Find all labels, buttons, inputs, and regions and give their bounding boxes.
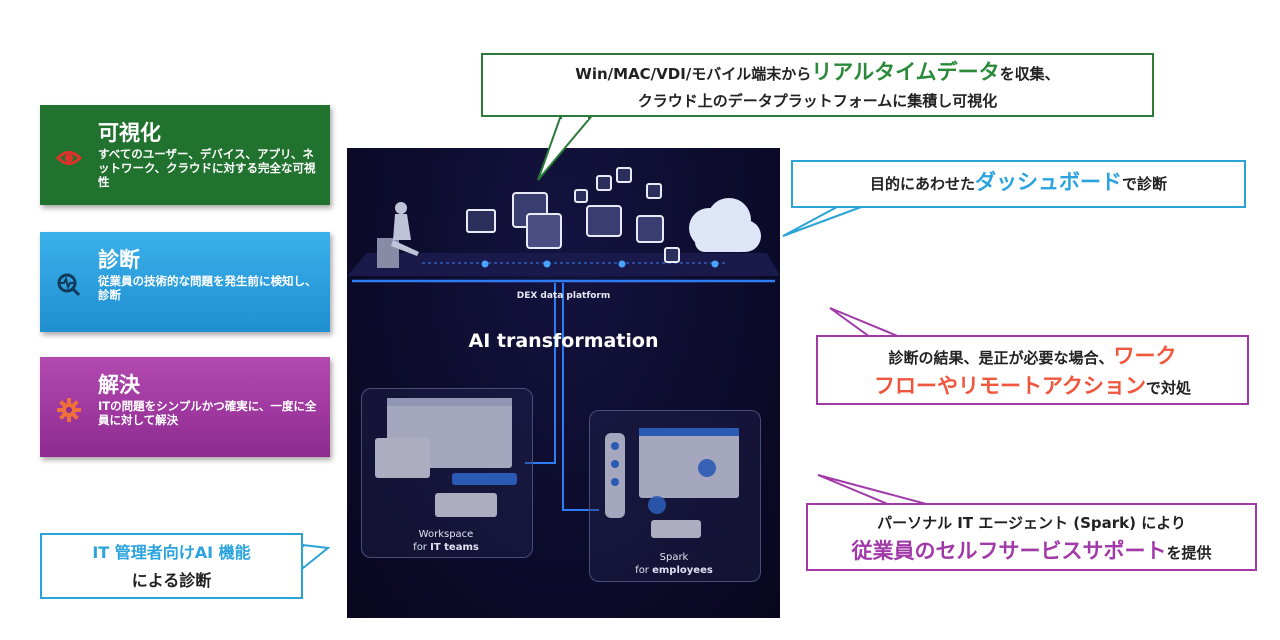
spark-title: Spark (659, 552, 689, 563)
card-resolution: 解決 ITの問題をシンプルかつ確実に、一度に全員に対して解決 (40, 357, 330, 457)
card-title: 診断 (98, 248, 140, 272)
ai-transformation-label: AI transformation (468, 330, 659, 352)
card-diagnosis: 診断 従業員の技術的な問題を発生前に検知し、診断 (40, 232, 330, 332)
workspace-subtitle: for IT teams (413, 542, 479, 553)
spark-label: Spark for employees (589, 551, 759, 577)
cloud-icon (689, 198, 761, 252)
workspace-screens (375, 398, 517, 517)
card-visualization: 可視化 すべてのユーザー、デバイス、アプリ、ネットワーク、クラウドに対する完全な… (40, 105, 330, 205)
spark-tile (589, 410, 761, 582)
callout-realtime-data: Win/MAC/VDI/モバイル端末からリアルタイムデータを収集、 クラウド上の… (481, 53, 1154, 117)
workspace-title: Workspace (418, 529, 474, 540)
workspace-tile (361, 388, 533, 558)
device-icons (466, 167, 680, 263)
workspace-label: Workspace for IT teams (361, 528, 531, 554)
eye-icon (56, 151, 82, 165)
dex-platform-illustration: DEX data platform AI transformation Work… (347, 148, 780, 618)
card-title: 可視化 (98, 121, 161, 145)
card-title: 解決 (98, 373, 140, 397)
card-description: ITの問題をシンプルかつ確実に、一度に全員に対して解決 (98, 399, 317, 427)
gear-icon (57, 398, 81, 422)
card-description: 従業員の技術的な問題を発生前に検知し、診断 (98, 274, 317, 302)
card-description: すべてのユーザー、デバイス、アプリ、ネットワーク、クラウドに対する完全な可視性 (98, 147, 316, 189)
platform-graphic (347, 167, 780, 538)
callout-ai-admin: IT 管理者向けAI 機能 による診断 (40, 533, 303, 599)
diagnosis-icon (57, 273, 81, 297)
callout-dashboard: 目的にあわせたダッシュボードで診断 (791, 160, 1246, 208)
spark-subtitle: for employees (635, 565, 713, 576)
person-icon (377, 202, 419, 268)
callout-spark: パーソナル IT エージェント (Spark) により 従業員のセルフサービスサ… (806, 503, 1257, 571)
spark-screens (605, 428, 739, 538)
callout-workflow: 診断の結果、是正が必要な場合、ワーク フローやリモートアクションで対処 (816, 335, 1249, 405)
platform-label: DEX data platform (516, 291, 611, 301)
